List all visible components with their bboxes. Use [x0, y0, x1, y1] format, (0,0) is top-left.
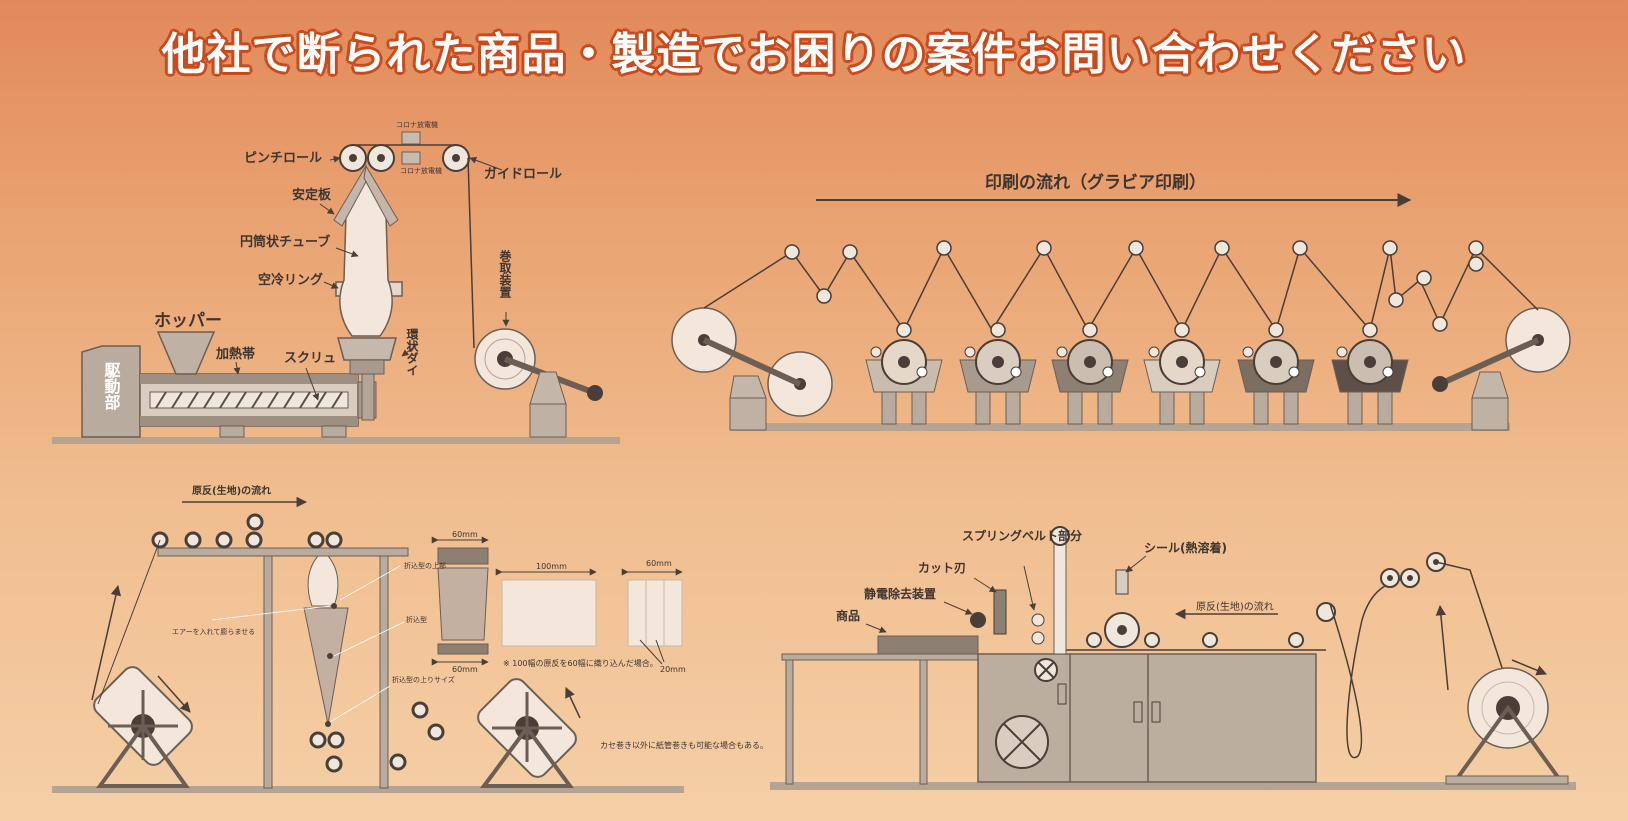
product-label: 商品	[836, 608, 860, 623]
floor-line	[730, 423, 1510, 431]
guide-roll-label: ガイドロール	[484, 167, 562, 182]
print-unit	[1051, 339, 1129, 425]
winding-frame-right	[477, 678, 577, 788]
cutter	[993, 589, 1007, 635]
spring-label-text: スプリングベルト部分	[962, 528, 1082, 543]
corona-top-label: コロナ放電機	[396, 120, 438, 129]
corona-bottom-label: コロナ放電機	[400, 166, 442, 175]
extrusion-panel: コロナ放電機 コロナ放電機 ピンチロール ガイドロール 安定板 円筒状チューブ …	[52, 120, 620, 444]
heater-label: 加熱帯	[215, 346, 255, 362]
screw-shaft	[149, 391, 349, 409]
dim-60-bottom: 60mm	[452, 665, 478, 674]
print-unit	[865, 339, 943, 425]
screw-label: スクリュ	[284, 351, 336, 366]
tube-label: 円筒状チューブ	[240, 234, 330, 250]
dim-60-right: 60mm	[646, 559, 672, 568]
winder-label: 巻取装置	[498, 249, 512, 298]
fold-note: ※ 100幅の原反を60幅に織り込んだ場合。	[503, 658, 658, 668]
fold-cone	[303, 607, 349, 725]
hopper-label: ホッパー	[154, 311, 222, 331]
dim-20: 20mm	[660, 665, 686, 674]
guide-rollers	[784, 240, 1484, 338]
dim-100: 100mm	[536, 562, 567, 571]
sheet-60	[627, 579, 683, 647]
top-rollers	[151, 513, 343, 549]
stabilizer-label: 安定板	[292, 187, 332, 203]
winding-note: カセ巻き以外に紙管巻きも可能な場合もある。	[600, 740, 768, 750]
annular-die	[337, 337, 397, 361]
pinch-roll-label: ピンチロール	[244, 151, 322, 166]
corona-unit	[401, 131, 421, 145]
winding-frame-left	[93, 666, 193, 788]
fold-label: 折込型	[406, 615, 427, 624]
air-label: エアーを入れて膨らませる	[172, 627, 255, 636]
dim-60-top: 60mm	[452, 530, 478, 539]
floor-line	[770, 782, 1576, 790]
printing-panel: 印刷の流れ（グラビア印刷）	[671, 172, 1571, 431]
fold-top-label: 折込型の上部	[404, 561, 446, 570]
cutter-label: カット刃	[918, 561, 966, 575]
static-label: 静電除去装置	[864, 586, 936, 601]
print-unit	[1237, 339, 1315, 425]
printing-flow-label: 印刷の流れ（グラビア印刷）	[985, 172, 1206, 193]
air-ring-label: 空冷リング	[258, 272, 323, 288]
bagmaking-panel: スプリングベルト部分 カット刃 静電除去装置 商品 シール(熱溶着) 原反(生地…	[770, 526, 1576, 790]
sheet-100	[501, 579, 597, 647]
folding-flow-label: 原反(生地)の流れ	[192, 484, 271, 497]
fold-bubble	[307, 555, 339, 607]
seal-label: シール(熱溶着)	[1144, 540, 1227, 555]
folding-panel: 原反(生地)の流れ	[52, 484, 768, 793]
bag-flow-label: 原反(生地)の流れ	[1196, 600, 1274, 613]
printing-web	[703, 246, 1539, 332]
page-title: 他社で断られた商品・製造でお困りの案件お問い合わせください	[161, 29, 1467, 80]
fold-size-label: 折込型の上りサイズ	[392, 675, 455, 684]
product-stack	[877, 635, 979, 655]
print-unit	[959, 339, 1037, 425]
print-unit	[1331, 339, 1409, 425]
floor-line	[52, 786, 684, 793]
drive-label: 駆動部	[102, 362, 121, 411]
print-unit	[1143, 339, 1221, 425]
spring-label: スプリングベルト部分	[962, 528, 1082, 543]
hopper	[156, 331, 216, 375]
floor-line	[52, 437, 620, 444]
print-units	[865, 339, 1409, 425]
die-label: 環状ダイ	[405, 328, 419, 376]
